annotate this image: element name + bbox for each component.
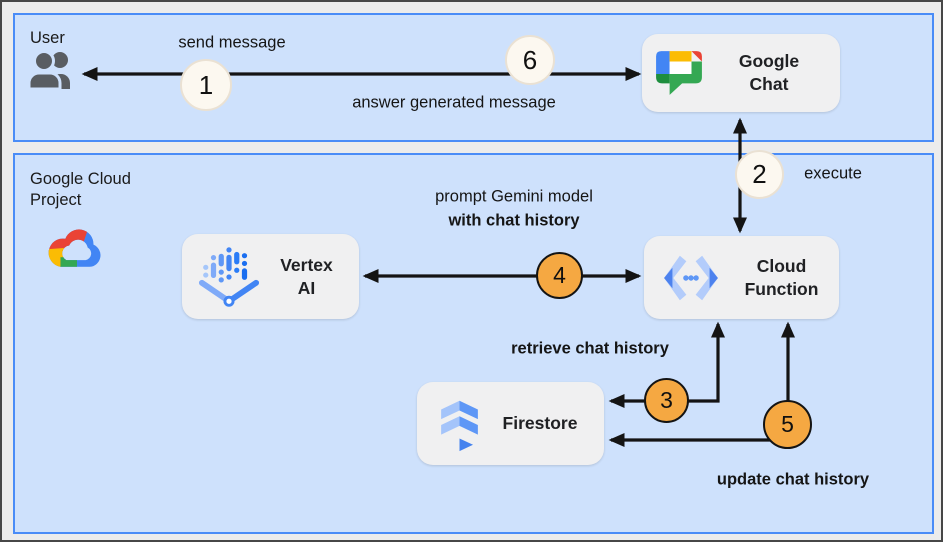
vertex-ai-label: Vertex AI [280,254,333,298]
google-chat-label: Google Chat [738,51,800,94]
label-send-message: send message [178,33,286,52]
google-cloud-logo [48,229,101,267]
step-badge-4: 4 [536,252,583,299]
vertex-ai-icon [198,246,260,307]
step-badge-3: 3 [644,378,689,423]
vertex-ai-node: Vertex AI [182,234,359,319]
users-icon [27,50,70,91]
step-badge-5: 5 [763,400,812,449]
label-answer-generated-message: answer generated message [352,93,556,112]
firestore-node: Firestore [417,382,604,465]
step-badge-6: 6 [505,35,555,85]
firestore-label: Firestore [502,413,578,434]
user-section-label: User [30,29,65,47]
firestore-icon [441,400,478,451]
google-chat-node: Google Chat [642,34,840,112]
label-execute: execute [804,164,862,183]
cloud-functions-icon [664,255,718,300]
label-retrieve-chat-history: retrieve chat history [511,339,669,358]
label-update-chat-history: update chat history [716,470,870,489]
cloud-function-label: Cloud Function [744,255,819,299]
label-prompt-gemini-line1: prompt Gemini model [435,187,593,206]
step-badge-1: 1 [180,59,232,111]
label-prompt-gemini-line2: with chat history [448,211,580,230]
gcp-section-label: Google Cloud Project [30,170,131,210]
cloud-function-node: Cloud Function [644,236,839,319]
google-chat-logo [656,51,702,95]
step-badge-2: 2 [735,150,784,199]
